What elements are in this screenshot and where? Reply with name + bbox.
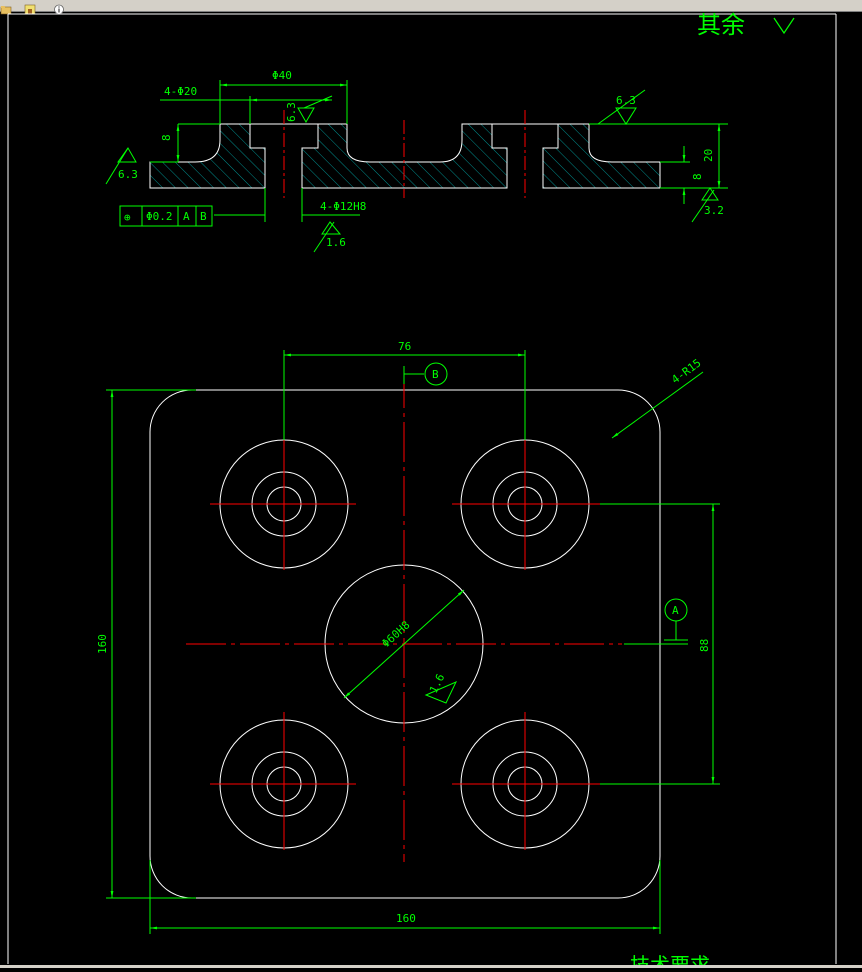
tolerance-symbol: ⊕: [124, 211, 131, 224]
drawing-frame: [7, 13, 837, 964]
tolerance-datum-b: B: [200, 210, 207, 223]
header-roughness-note: 其余: [697, 11, 795, 39]
dim-through-holes: 4-Φ12H8: [320, 200, 366, 213]
datum-b-label: B: [432, 368, 439, 381]
dim-counterbore: 4-Φ20: [164, 85, 197, 98]
dim-thickness-20: 20: [702, 149, 715, 162]
dim-height: 160: [96, 634, 109, 654]
info-icon[interactable]: [53, 0, 65, 15]
folder-icon[interactable]: [0, 0, 12, 15]
dim-roughness-bottom: 3.2: [704, 204, 724, 217]
dim-depth-8: 8: [160, 134, 173, 141]
dim-corner-radius: 4-R15: [669, 356, 703, 386]
drawing-svg: 其余: [7, 11, 837, 972]
section-hatch-left: [149, 123, 266, 189]
dim-roughness-inner: 6.3: [285, 102, 298, 122]
section-dimensions: [105, 80, 728, 253]
datum-a-label: A: [672, 604, 679, 617]
dim-spacing-right: 88: [698, 639, 711, 652]
dim-hole-dia: Φ40: [272, 69, 292, 82]
section-hatch-center: [301, 123, 508, 189]
bottom-strip: [0, 965, 862, 968]
tolerance-datum-a: A: [183, 210, 190, 223]
header-text: 其余: [697, 12, 745, 39]
section-view: [149, 110, 661, 198]
dim-roughness-center: 1.6: [427, 672, 447, 696]
dim-width: 160: [396, 912, 416, 925]
dim-roughness-left: 6.3: [118, 168, 138, 181]
dim-thickness-8: 8: [691, 173, 704, 180]
section-hatch-right: [542, 123, 661, 189]
section-dim-texts: Φ40 4-Φ20 8 6.3 6.3 6.3 20 8 3.2 4-Φ12H8…: [118, 69, 724, 249]
dim-roughness-holes: 1.6: [326, 236, 346, 249]
toolbar: [0, 0, 862, 15]
tolerance-value: Φ0.2: [146, 210, 173, 223]
dim-spacing-top: 76: [398, 340, 411, 353]
plan-dimensions: [106, 350, 720, 934]
cad-drawing-canvas[interactable]: 其余: [0, 11, 862, 972]
home-icon[interactable]: [24, 0, 36, 15]
dim-center-hole: Φ60H8: [379, 618, 412, 650]
dim-roughness-right: 6.3: [616, 94, 636, 107]
